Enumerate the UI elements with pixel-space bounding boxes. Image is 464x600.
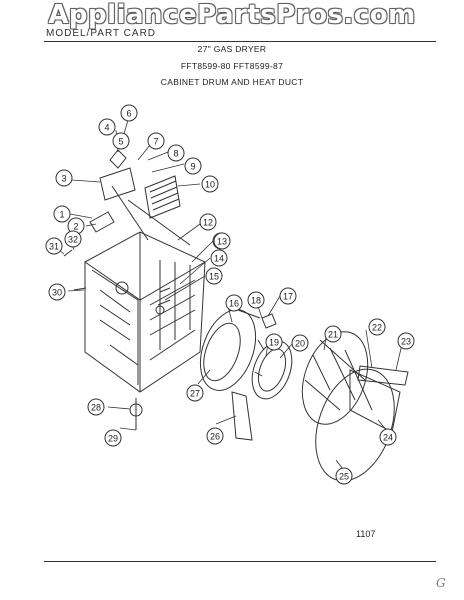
callout-26-label: 26 bbox=[210, 432, 220, 442]
callout-30: 30 bbox=[48, 283, 66, 301]
callout-13: 13 bbox=[213, 232, 231, 250]
callout-14: 14 bbox=[210, 249, 228, 267]
callout-28-label: 28 bbox=[91, 403, 101, 413]
callout-24-label: 24 bbox=[383, 433, 393, 443]
callout-20-label: 20 bbox=[295, 339, 305, 349]
callout-18: 18 bbox=[247, 291, 265, 309]
callout-27-label: 27 bbox=[190, 389, 200, 399]
callout-19: 19 bbox=[265, 333, 283, 351]
callout-10-label: 10 bbox=[205, 180, 215, 190]
callout-16: 16 bbox=[225, 294, 243, 312]
corner-mark: G bbox=[436, 576, 446, 590]
callout-23-label: 23 bbox=[401, 337, 411, 347]
site-watermark: AppliancePartsPros.com bbox=[48, 0, 416, 30]
callout-9: 9 bbox=[184, 157, 202, 175]
callout-21: 21 bbox=[324, 325, 342, 343]
model-label: MODEL/PART CARD bbox=[46, 28, 157, 39]
callout-29-label: 29 bbox=[108, 434, 118, 444]
callout-8: 8 bbox=[167, 144, 185, 162]
callout-27: 27 bbox=[186, 384, 204, 402]
thermostat-bracket-drawing bbox=[89, 149, 191, 246]
callout-1: 1 bbox=[53, 205, 71, 223]
leader-lines bbox=[53, 119, 403, 474]
callout-10: 10 bbox=[201, 175, 219, 193]
callout-8-label: 8 bbox=[173, 149, 178, 159]
callout-13-label: 13 bbox=[217, 237, 227, 247]
callout-17: 17 bbox=[279, 287, 297, 305]
callout-25: 25 bbox=[335, 467, 353, 485]
header-rule-top bbox=[44, 41, 436, 42]
callout-32: 32 bbox=[64, 230, 82, 248]
callout-6: 6 bbox=[120, 104, 138, 122]
callout-29: 29 bbox=[104, 429, 122, 447]
callout-1-label: 1 bbox=[59, 210, 64, 220]
callout-15-label: 15 bbox=[209, 272, 219, 282]
callout-21-label: 21 bbox=[328, 330, 338, 340]
callout-25-label: 25 bbox=[339, 472, 349, 482]
callout-31-label: 31 bbox=[49, 242, 59, 252]
callout-3-label: 3 bbox=[61, 174, 66, 184]
callout-28: 28 bbox=[87, 398, 105, 416]
callout-3: 3 bbox=[55, 169, 73, 187]
callout-labels: 1 2 3 4 5 6 7 8 9 10 11 12 13 14 15 16 1… bbox=[45, 104, 415, 485]
callout-16-label: 16 bbox=[229, 299, 239, 309]
page-code: 1107 bbox=[356, 529, 376, 539]
callout-7-label: 7 bbox=[153, 137, 158, 147]
callout-26: 26 bbox=[206, 427, 224, 445]
callout-20: 20 bbox=[291, 334, 309, 352]
callout-5: 5 bbox=[112, 132, 130, 150]
callout-5-label: 5 bbox=[118, 137, 123, 147]
callout-30-label: 30 bbox=[52, 288, 62, 298]
title-product: 27" GAS DRYER bbox=[197, 44, 267, 54]
callout-9-label: 9 bbox=[190, 162, 195, 172]
title-models: FFT8599-80 FFT8599-87 bbox=[180, 61, 284, 71]
callout-12: 12 bbox=[199, 213, 217, 231]
vent-grille-drawing bbox=[144, 175, 181, 219]
bulkhead-drawing bbox=[199, 309, 261, 441]
title-section: CABINET DRUM AND HEAT DUCT bbox=[160, 77, 304, 87]
callout-2: 2 bbox=[67, 217, 85, 235]
callout-31: 31 bbox=[45, 237, 63, 255]
callout-18-label: 18 bbox=[251, 296, 261, 306]
callout-7: 7 bbox=[147, 132, 165, 150]
callout-15: 15 bbox=[205, 267, 223, 285]
drum-drawing bbox=[301, 331, 409, 482]
callout-24: 24 bbox=[379, 428, 397, 446]
callout-32-label: 32 bbox=[68, 235, 78, 245]
cabinet-drawing bbox=[84, 231, 206, 393]
callout-4: 4 bbox=[98, 118, 116, 136]
callout-6-label: 6 bbox=[126, 109, 131, 119]
callout-22: 22 bbox=[368, 318, 386, 336]
callout-4-label: 4 bbox=[104, 123, 109, 133]
callout-17-label: 17 bbox=[283, 292, 293, 302]
callout-22-label: 22 bbox=[372, 323, 382, 333]
callout-14-label: 14 bbox=[214, 254, 224, 264]
callout-2-label: 2 bbox=[73, 222, 78, 232]
footer-rule bbox=[44, 561, 436, 562]
callout-19-label: 19 bbox=[269, 338, 279, 348]
callout-23: 23 bbox=[397, 332, 415, 350]
callout-12-label: 12 bbox=[203, 218, 213, 228]
